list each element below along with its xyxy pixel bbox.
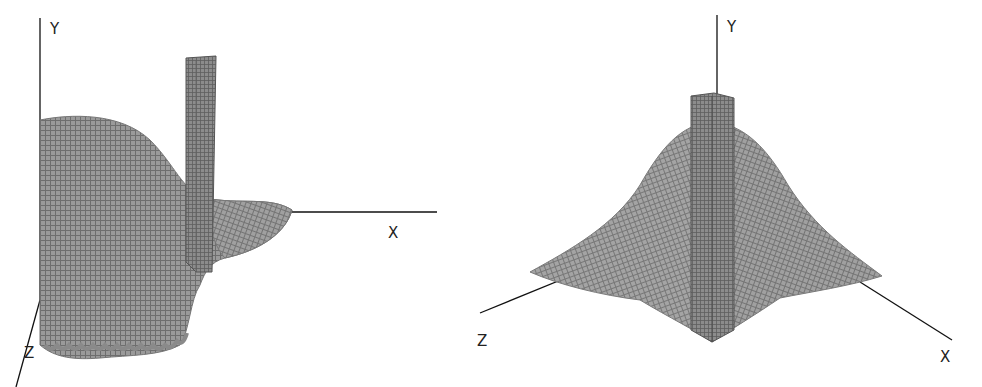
axis-label: Y bbox=[50, 22, 59, 37]
axis-label: X bbox=[940, 350, 950, 365]
axis-label: Z bbox=[24, 346, 34, 361]
axis-label: Z bbox=[477, 334, 487, 349]
axis-label: Y bbox=[727, 20, 736, 35]
axis-label: X bbox=[388, 226, 398, 241]
